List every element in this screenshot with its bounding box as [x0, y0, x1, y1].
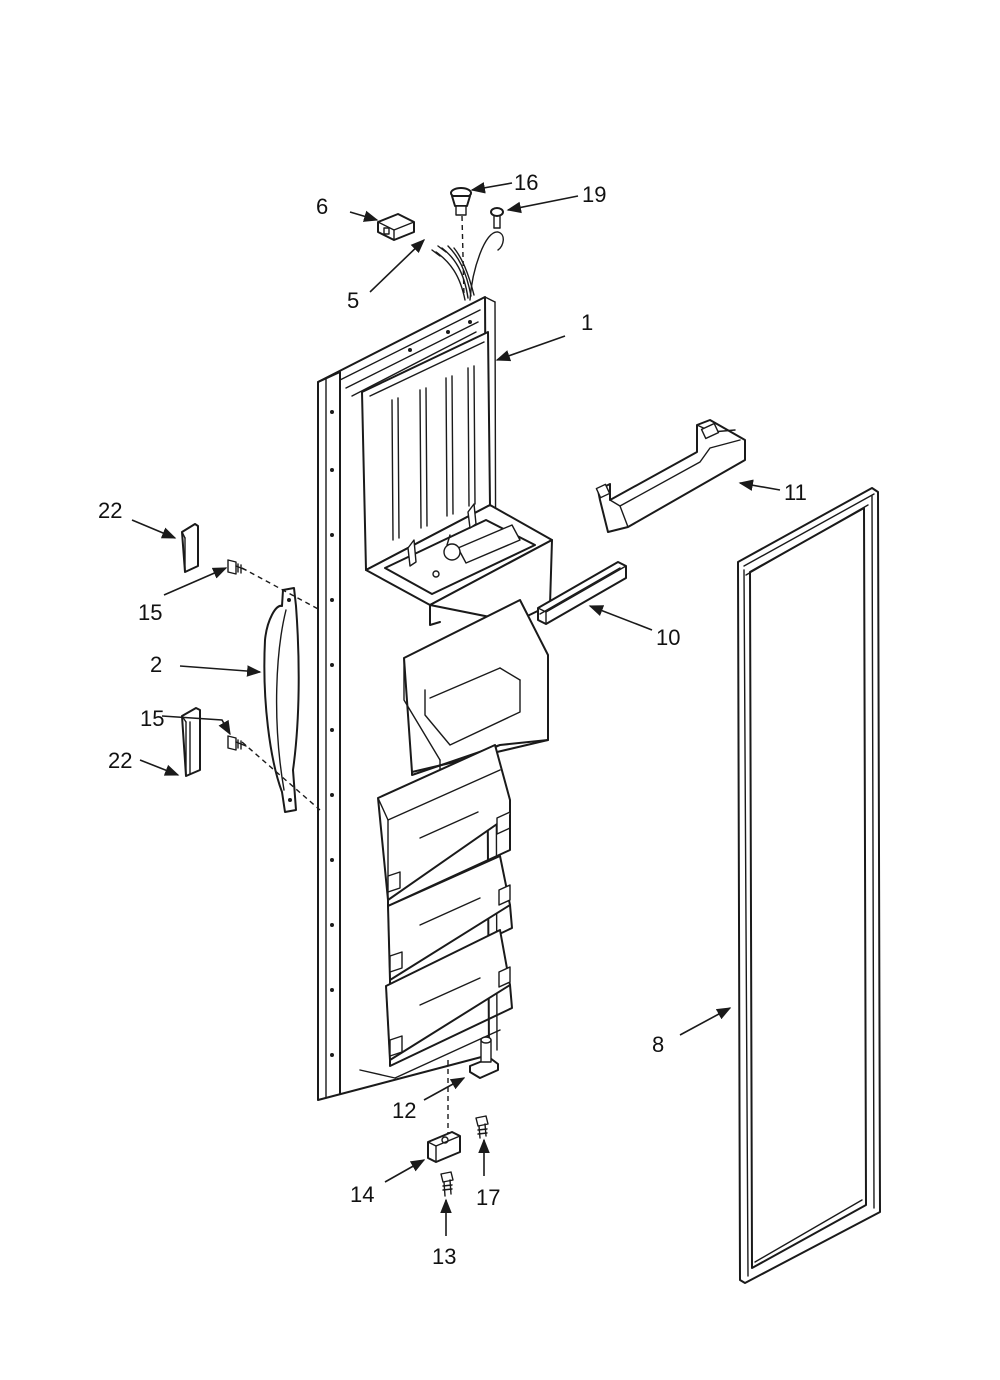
door-handle [263, 587, 300, 813]
callout-13: 13 [432, 1244, 456, 1269]
callout-12: 12 [392, 1098, 416, 1123]
callout-22-bottom: 22 [108, 748, 132, 773]
trim-strip [537, 561, 627, 625]
leader-lines [131, 182, 781, 1236]
hinge-screw-13 [440, 1171, 454, 1197]
hinge-pin [469, 1036, 499, 1079]
callout-11: 11 [784, 480, 807, 505]
shelf-bin [595, 419, 746, 533]
callout-5: 5 [347, 288, 359, 313]
door-shelves [359, 744, 513, 1079]
screw-19 [490, 207, 504, 229]
door-gasket [737, 487, 881, 1284]
handle-cap-bottom [181, 707, 201, 777]
hinge-screw-17 [475, 1115, 489, 1139]
callout-14: 14 [350, 1182, 374, 1207]
callout-8: 8 [652, 1032, 664, 1057]
callout-6: 6 [316, 194, 328, 219]
callout-16: 16 [514, 170, 538, 195]
callout-10: 10 [656, 625, 680, 650]
callout-19: 19 [582, 182, 606, 207]
callout-2: 2 [150, 652, 162, 677]
callout-1: 1 [581, 310, 593, 335]
door-edge-screws [330, 320, 472, 1057]
handle-screw-top [227, 559, 247, 575]
wiring-harness [431, 231, 504, 301]
callout-17: 17 [476, 1185, 500, 1210]
callout-15-bottom: 15 [140, 706, 164, 731]
handle-cap-top [181, 523, 199, 573]
cap-part [450, 187, 472, 216]
callout-15-top: 15 [138, 600, 162, 625]
callout-22-top: 22 [98, 498, 122, 523]
callout-labels: 1 2 5 6 8 10 11 12 13 14 15 15 16 17 19 … [98, 170, 807, 1269]
hinge-bracket [427, 1131, 461, 1163]
handle-screw-bottom [227, 735, 247, 751]
door-panel [317, 296, 553, 1101]
switch-part [377, 213, 415, 241]
